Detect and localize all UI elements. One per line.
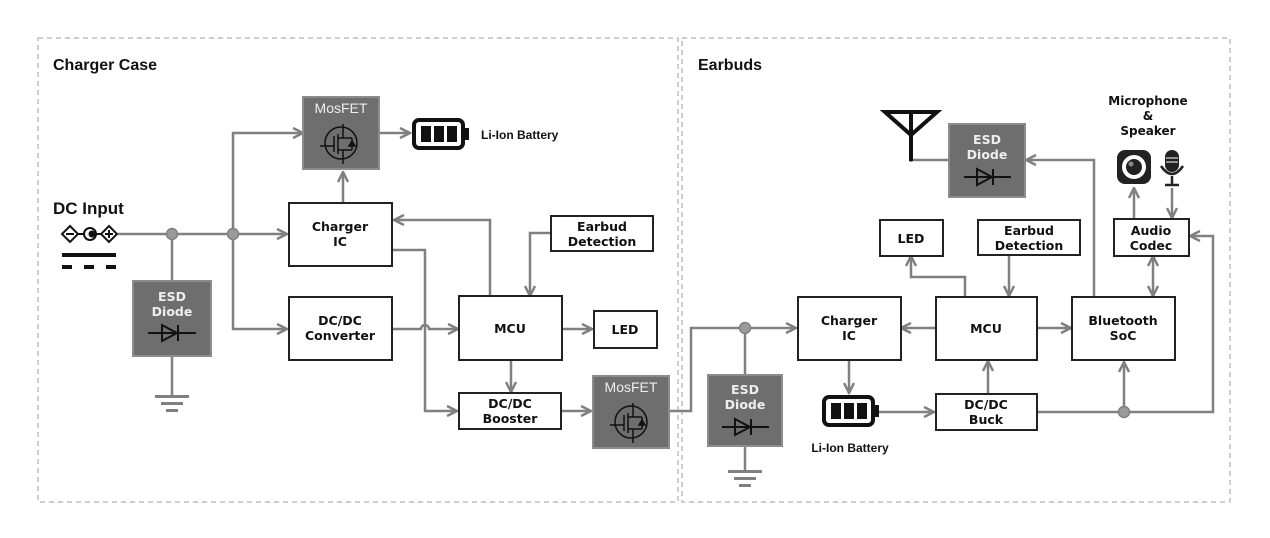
junction-dot — [1117, 405, 1131, 419]
dc-symbol-icon — [62, 253, 116, 269]
diode-icon — [148, 323, 196, 343]
ground-icon — [155, 395, 189, 412]
svg-text:Buck: Buck — [969, 412, 1004, 427]
svg-text:Diode: Diode — [152, 304, 193, 319]
svg-text:Detection: Detection — [995, 238, 1063, 253]
bluetooth-soc-block: Bluetooth SoC — [1071, 296, 1176, 361]
charger-case-title: Charger Case — [53, 57, 157, 74]
earbud-charger-ic-block: Charger IC — [797, 296, 902, 361]
svg-text:Earbud: Earbud — [1004, 223, 1054, 238]
earbuds-title: Earbuds — [698, 57, 762, 74]
svg-text:DC/DC: DC/DC — [488, 396, 532, 411]
svg-text:Codec: Codec — [1130, 238, 1173, 253]
charger-case-wires — [118, 133, 796, 470]
dc-input-polarity-icon — [60, 224, 119, 244]
ground-icon — [728, 470, 762, 487]
speaker-icon — [1117, 150, 1151, 184]
svg-text:IC: IC — [842, 328, 856, 343]
svg-text:MosFET: MosFET — [315, 100, 368, 116]
svg-text:SoC: SoC — [1110, 328, 1137, 343]
svg-text:MosFET: MosFET — [605, 379, 658, 395]
svg-text:Booster: Booster — [483, 411, 539, 426]
dcdc-booster-block: DC/DC Booster — [458, 392, 562, 430]
earbuds-wires — [849, 160, 1215, 412]
svg-text:Charger: Charger — [312, 219, 369, 234]
charger-case-frame — [37, 37, 679, 503]
mic-speaker-label-2: & — [1143, 109, 1153, 123]
svg-text:Audio: Audio — [1131, 223, 1172, 238]
mosfet-icon — [320, 124, 358, 164]
earbud-battery-icon — [822, 395, 879, 427]
svg-text:Diode: Diode — [725, 397, 766, 412]
svg-text:ESD: ESD — [973, 132, 1001, 147]
earbud-detection-block: Earbud Detection — [550, 215, 654, 252]
earbud-battery-label: Li-Ion Battery — [811, 441, 889, 455]
svg-text:ESD: ESD — [158, 289, 186, 304]
audio-codec-block: Audio Codec — [1113, 218, 1190, 257]
diode-icon — [964, 167, 1011, 187]
junction-dot — [226, 227, 240, 241]
svg-text:DC/DC: DC/DC — [964, 397, 1008, 412]
earbud-led-block: LED — [879, 219, 944, 257]
svg-text:Earbud: Earbud — [577, 219, 627, 234]
mic-speaker-label-1: Microphone — [1108, 94, 1187, 108]
svg-text:MCU: MCU — [970, 321, 1002, 336]
svg-text:Charger: Charger — [821, 313, 878, 328]
earbud-mcu-block: MCU — [935, 296, 1038, 361]
mic-speaker-label-3: Speaker — [1120, 124, 1175, 138]
dcdc-buck-block: DC/DC Buck — [935, 393, 1038, 431]
svg-text:MCU: MCU — [494, 321, 526, 336]
mosfet-icon — [610, 403, 648, 443]
dcdc-converter-block: DC/DC Converter — [288, 296, 393, 361]
svg-text:DC/DC: DC/DC — [318, 313, 362, 328]
esd-diode-input-block: ESD Diode — [132, 280, 212, 357]
esd-diode-antenna-block: ESD Diode — [948, 123, 1026, 198]
led-block: LED — [593, 310, 658, 349]
svg-text:Detection: Detection — [568, 234, 636, 249]
diode-icon — [722, 417, 769, 437]
earbud-detection-earbuds-block: Earbud Detection — [977, 219, 1081, 256]
microphone-icon — [1159, 150, 1185, 187]
antenna-icon — [879, 110, 943, 161]
charger-ic-block: Charger IC — [288, 202, 393, 267]
esd-diode-earbud-input-block: ESD Diode — [707, 374, 783, 447]
svg-text:Diode: Diode — [967, 147, 1008, 162]
mcu-block: MCU — [458, 295, 563, 361]
svg-text:Bluetooth: Bluetooth — [1088, 313, 1157, 328]
battery-label: Li-Ion Battery — [481, 128, 559, 142]
svg-text:LED: LED — [612, 322, 639, 337]
earbuds-frame — [681, 37, 1231, 503]
dc-input-label: DC Input — [53, 199, 124, 218]
junction-dot — [738, 321, 752, 335]
svg-text:Converter: Converter — [305, 328, 376, 343]
svg-text:ESD: ESD — [731, 382, 759, 397]
svg-text:LED: LED — [898, 231, 925, 246]
svg-text:IC: IC — [333, 234, 347, 249]
mosfet-top-block: MosFET — [302, 96, 380, 170]
mosfet-output-block: MosFET — [592, 375, 670, 449]
junction-dot — [165, 227, 179, 241]
battery-icon — [412, 118, 469, 150]
